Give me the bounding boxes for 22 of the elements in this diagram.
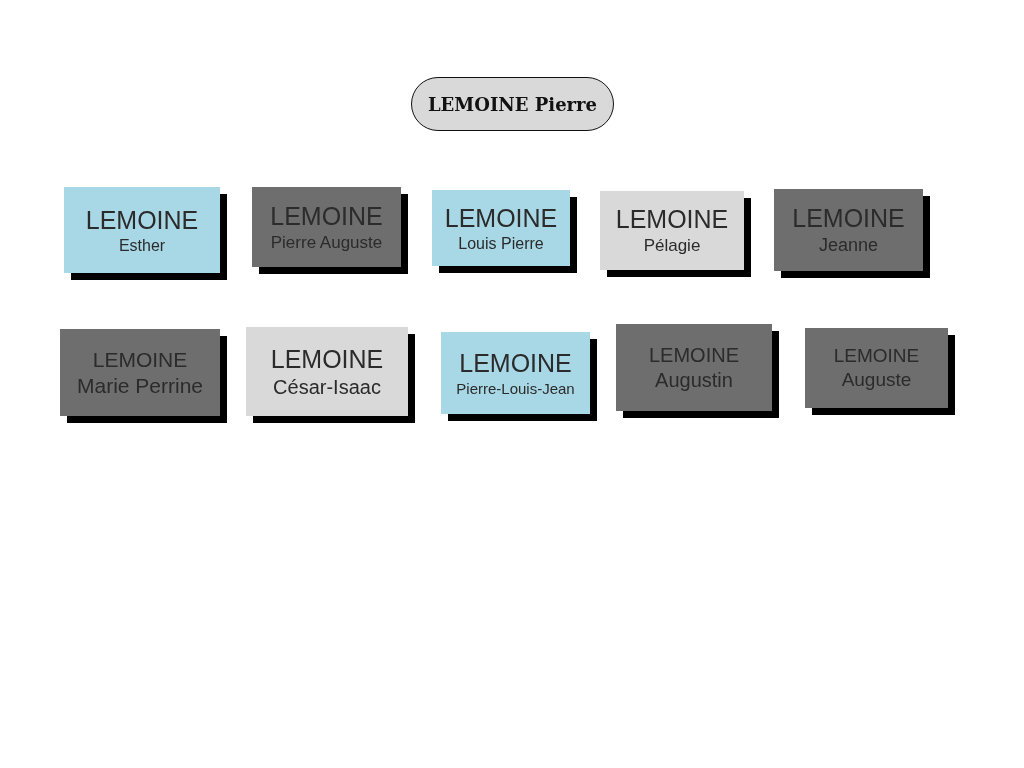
given-names: Esther (118, 236, 166, 255)
surname: LEMOINE (833, 345, 920, 367)
given-names: César-Isaac (273, 375, 381, 399)
surname: LEMOINE (270, 201, 383, 231)
root-name: LEMOINE Pierre (427, 93, 598, 115)
given-names: Auguste (841, 369, 912, 391)
surname: LEMOINE (459, 349, 572, 378)
surname: LEMOINE (270, 344, 384, 374)
surname: LEMOINE (85, 205, 199, 235)
given-names: Augustin (655, 368, 733, 392)
surname: LEMOINE (615, 205, 729, 234)
surname: LEMOINE (792, 204, 905, 233)
surname: LEMOINE (444, 203, 558, 233)
given-names: Louis Pierre (458, 234, 544, 253)
given-names: Pierre-Louis-Jean (456, 380, 575, 397)
given-names: Pélagie (643, 236, 701, 256)
title-pill (411, 77, 614, 131)
given-names: Marie Perrine (76, 373, 203, 398)
given-names: Jeanne (818, 235, 879, 256)
surname: LEMOINE (92, 347, 188, 372)
surname: LEMOINE (649, 343, 739, 367)
given-names: Pierre Auguste (270, 232, 383, 253)
